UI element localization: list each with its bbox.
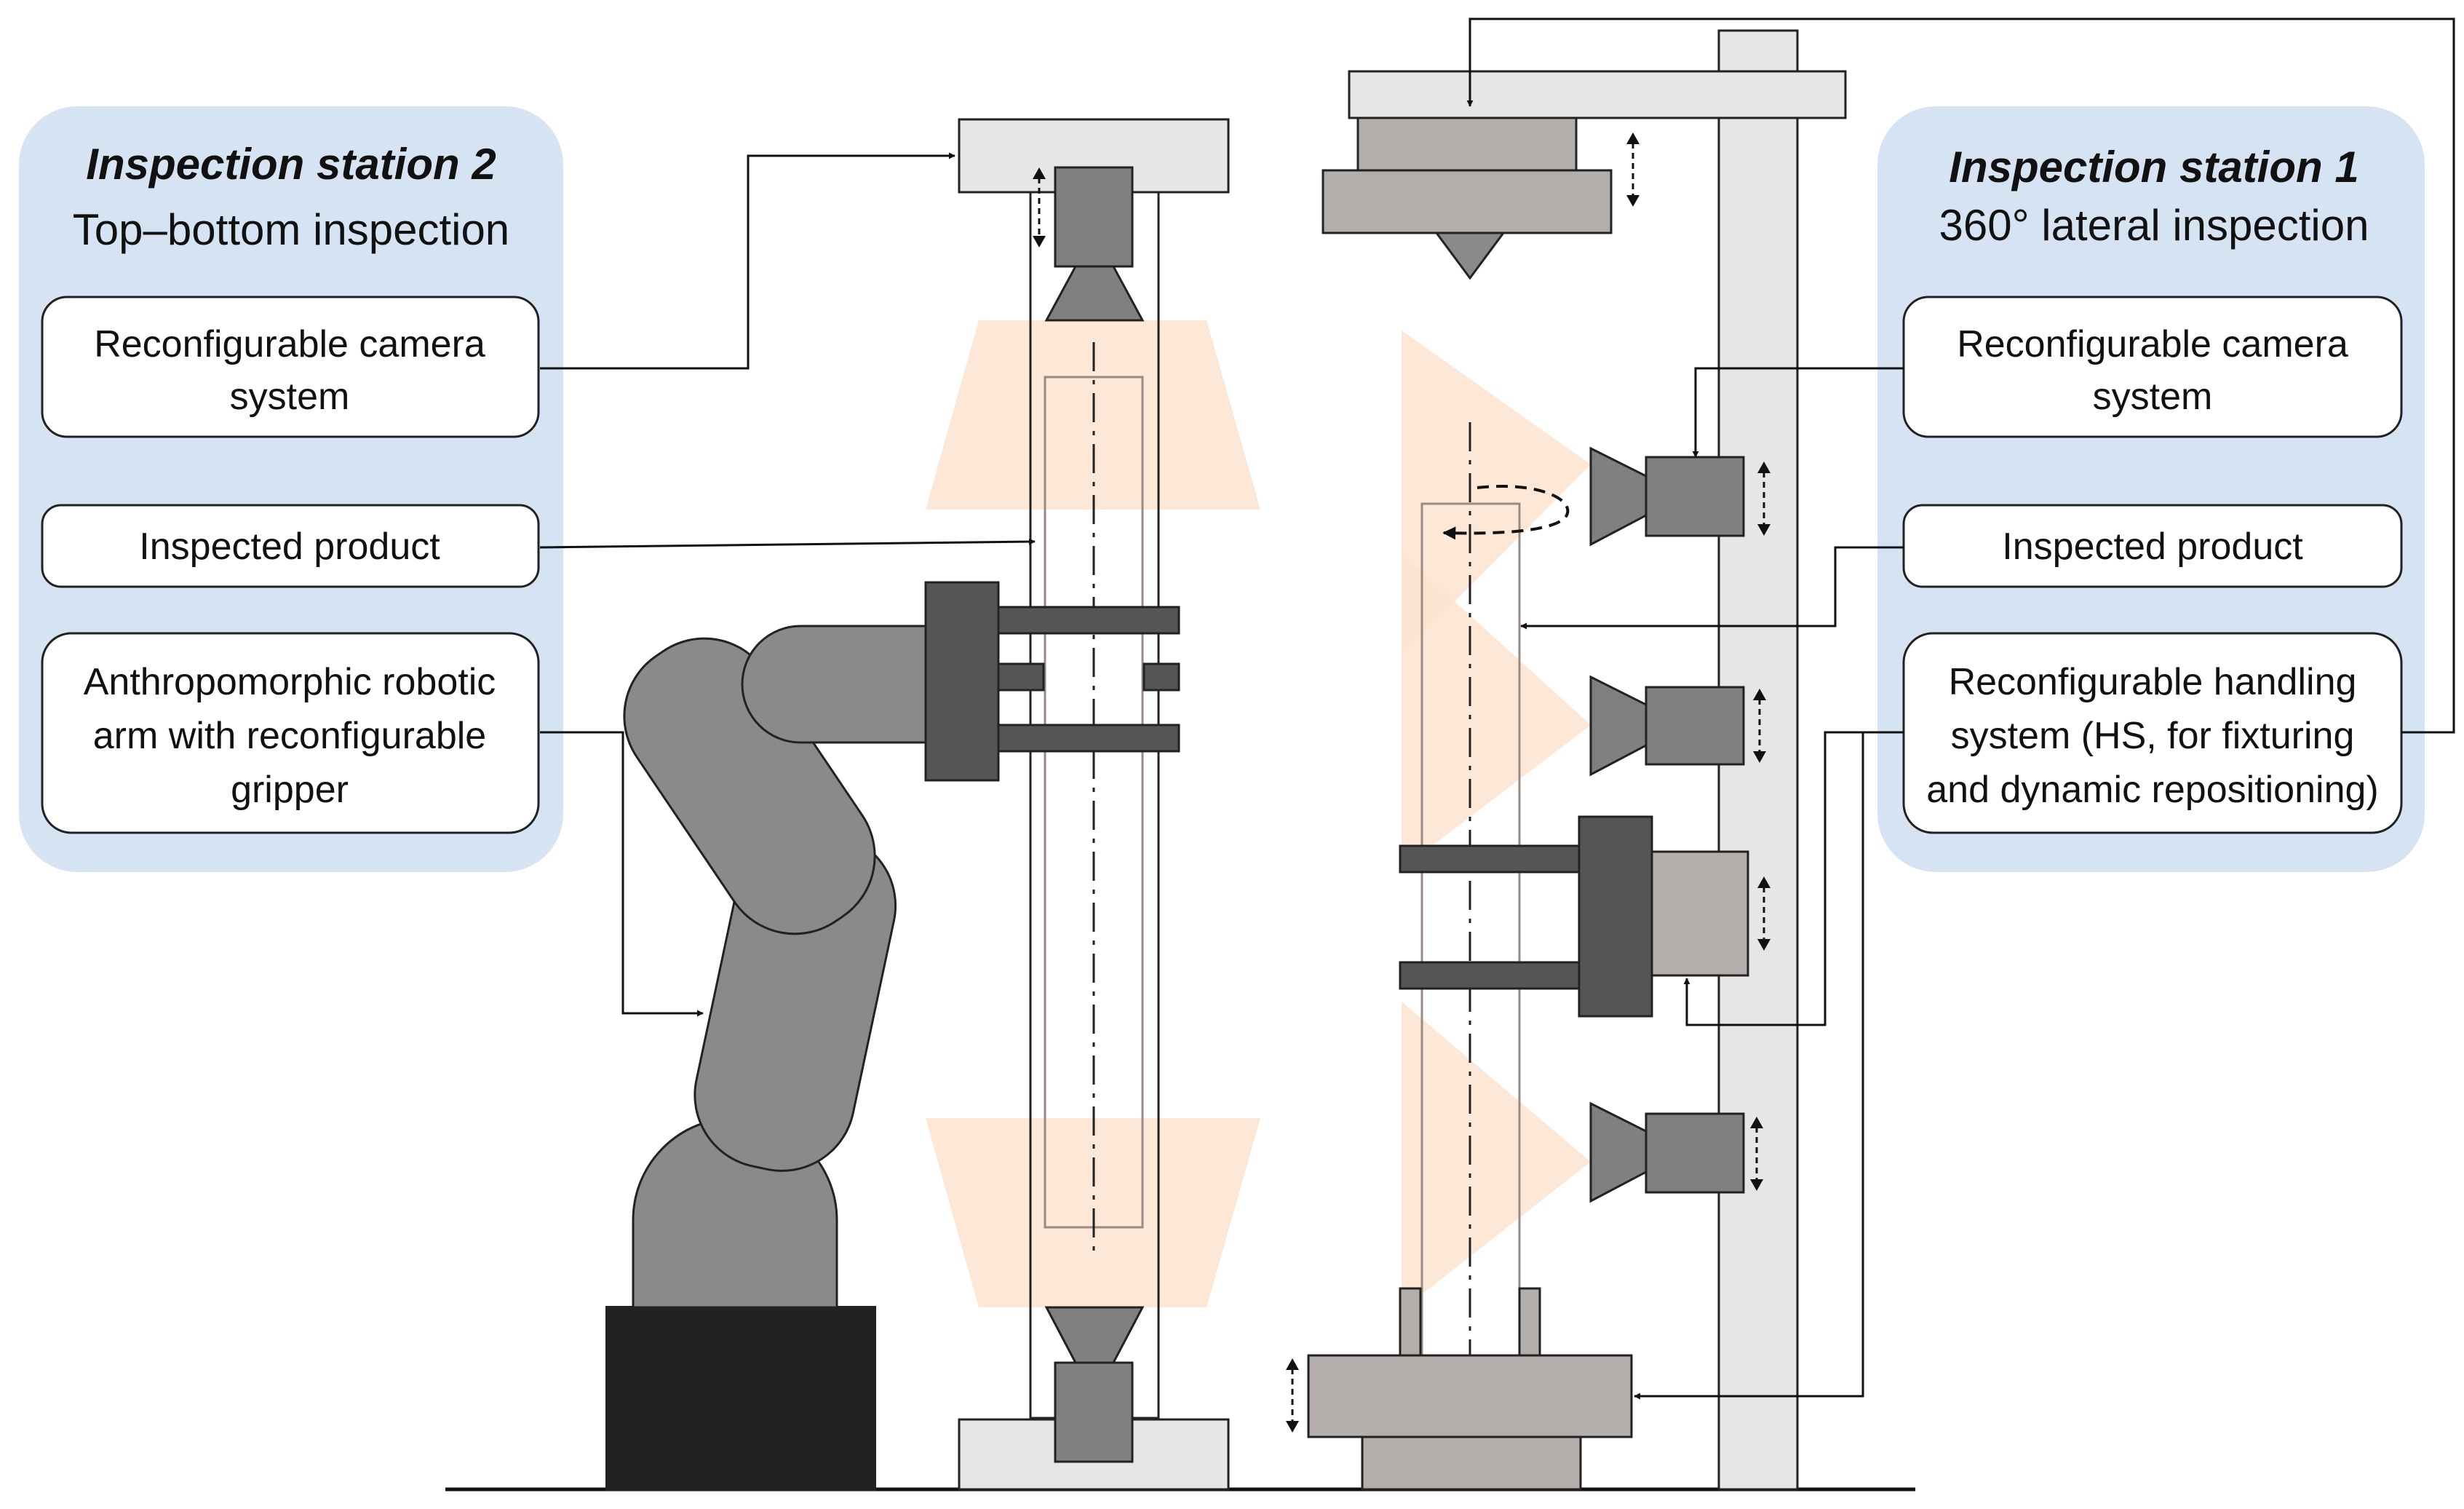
- station2-arm-box: [41, 632, 540, 834]
- hs-carriage: [1650, 850, 1749, 977]
- station1-structure: [1307, 29, 1847, 1491]
- rotary-table-move-arrow: [1286, 1358, 1299, 1433]
- bottom-fixture-pin-right: [1518, 1287, 1541, 1357]
- lateral-light-cone-3: [1402, 1002, 1591, 1310]
- connectors: [539, 17, 2455, 1400]
- connector-hs-carriage: [1683, 731, 1904, 1026]
- station2-camera-label-2: system: [230, 376, 350, 418]
- top-presser-upper: [1356, 116, 1578, 172]
- station2-camera-label-1: Reconfigurable camera: [94, 323, 485, 365]
- bottom-fixture-pin-left: [1399, 1287, 1422, 1357]
- station1-hs-label-3: and dynamic repositioning): [1926, 769, 2378, 811]
- station2-panel: Inspection station 2 Top–bottom inspecti…: [19, 106, 563, 872]
- connector-hs-rotary-table: [1634, 731, 1904, 1400]
- station1-product-box: [1902, 504, 2403, 588]
- movement-indicators: [1286, 132, 1770, 1433]
- connector-station2-camera: [540, 152, 955, 370]
- top-presser-move-arrow: [1626, 132, 1640, 207]
- lateral-camera-1: [1645, 456, 1745, 537]
- gripper-pad-right: [1142, 662, 1180, 692]
- station1-panel: Inspection station 1 360° lateral inspec…: [1877, 106, 2425, 872]
- top-presser-lower: [1322, 169, 1613, 234]
- station1-product-label: Inspected product: [2002, 526, 2303, 568]
- station2-subtitle: Top–bottom inspection: [73, 205, 509, 254]
- lateral-camera-3-move-arrow: [1750, 1117, 1763, 1191]
- station2-bottom-camera: [1054, 1361, 1134, 1463]
- bottom-rotary-table: [1307, 1354, 1633, 1438]
- lateral-lens-1: [1589, 446, 1648, 547]
- station1-camera-label-1: Reconfigurable camera: [1957, 323, 2348, 365]
- gripper-body: [924, 581, 1000, 782]
- connector-station1-product: [1520, 546, 1904, 630]
- connector-hs-top-presser: [1466, 17, 2455, 734]
- station2-camera-arrow-down: [1033, 236, 1046, 247]
- connector-station2-arm: [540, 731, 704, 1017]
- station2-arm-label-1: Anthropomorphic robotic: [84, 661, 496, 703]
- station2-structure: [926, 118, 1260, 1491]
- connector-station2-product: [539, 538, 1036, 549]
- top-presser-tip: [1434, 231, 1506, 280]
- lateral-camera-3: [1645, 1112, 1745, 1194]
- station1-hs-label-2: system (HS, for fixturing: [1951, 715, 2355, 757]
- connector-station1-camera: [1692, 367, 1904, 458]
- bottom-rotary-base: [1361, 1435, 1582, 1491]
- lateral-light-cone-1: [1402, 330, 1591, 655]
- robot-base: [605, 1306, 876, 1491]
- robot-forearm: [741, 625, 930, 744]
- station2-product-box: [41, 504, 540, 588]
- station1-title: Inspection station 1: [1949, 143, 2358, 191]
- lateral-camera-2-move-arrow: [1753, 689, 1766, 763]
- station1-camera-box: [1902, 296, 2403, 438]
- station2-top-lens: [1044, 265, 1145, 322]
- gripper-pad-left: [997, 662, 1045, 692]
- hs-gripper-finger-top: [1399, 844, 1581, 874]
- hs-carriage-move-arrow: [1757, 876, 1770, 951]
- station2-arm-label-2: arm with reconfigurable: [93, 715, 486, 757]
- station1-top-beam: [1348, 70, 1847, 119]
- station2-bottom-lens: [1044, 1306, 1145, 1364]
- gripper-finger-top: [997, 606, 1180, 635]
- station1-camera-label-2: system: [2093, 376, 2213, 418]
- robotic-arm: [605, 581, 1180, 1491]
- hs-gripper-finger-bottom: [1399, 961, 1581, 990]
- station2-camera-arrow-up: [1033, 167, 1046, 179]
- lateral-light-cone-2: [1402, 553, 1591, 869]
- station2-arm-label-3: gripper: [231, 769, 349, 811]
- lateral-camera-1-move-arrow: [1757, 462, 1770, 536]
- hs-gripper-body: [1578, 815, 1653, 1018]
- lateral-lens-2: [1589, 675, 1648, 777]
- station2-title: Inspection station 2: [86, 140, 496, 189]
- gripper-finger-bottom: [997, 724, 1180, 753]
- station2-camera-box: [41, 296, 540, 438]
- station1-hs-label-1: Reconfigurable handling: [1949, 661, 2357, 703]
- lateral-camera-2: [1645, 686, 1745, 766]
- station2-product-label: Inspected product: [139, 526, 440, 568]
- station1-subtitle: 360° lateral inspection: [1939, 201, 2369, 250]
- station2-top-camera: [1054, 166, 1134, 268]
- lateral-lens-3: [1589, 1101, 1648, 1203]
